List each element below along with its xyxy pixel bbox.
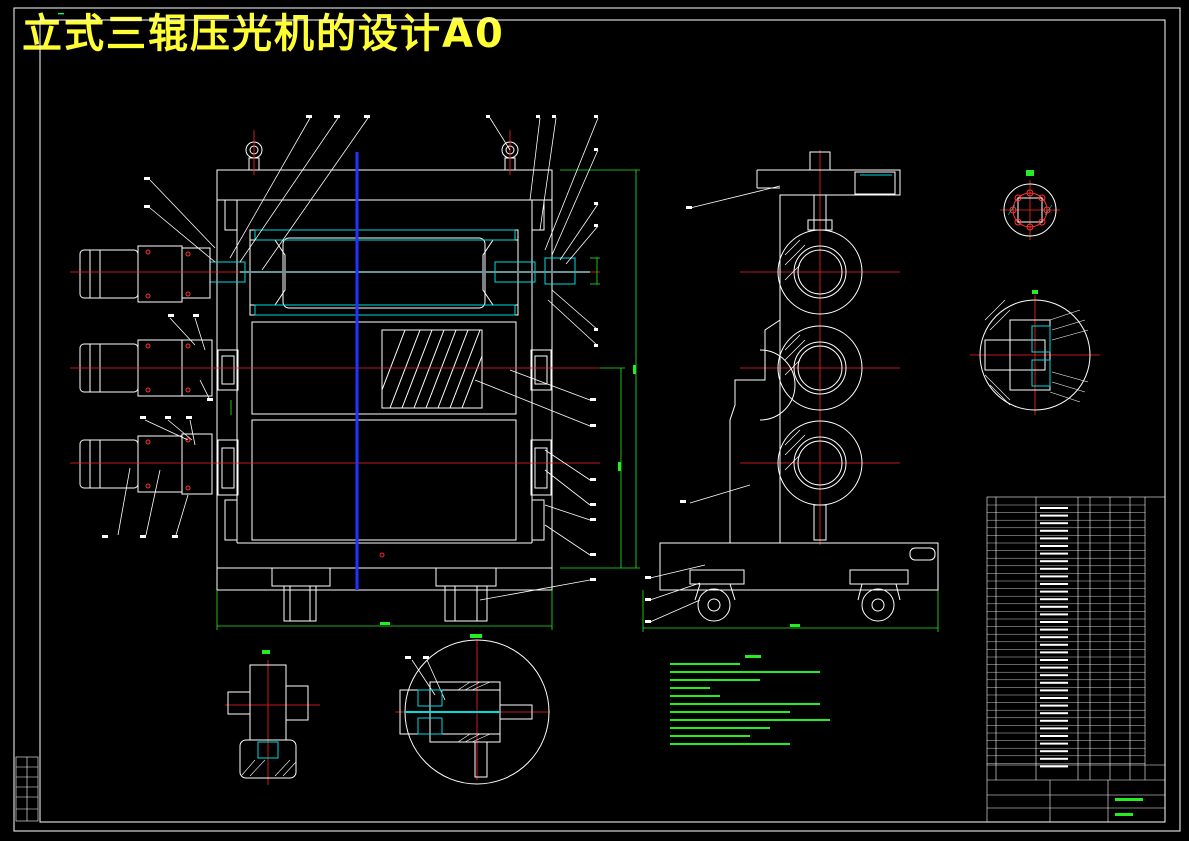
parts-list-row-text xyxy=(1040,651,1068,654)
parts-list-row-text xyxy=(1040,727,1068,730)
lifting-eye-icon xyxy=(245,141,519,171)
parts-list-row-text xyxy=(1040,598,1068,601)
detail-section-a xyxy=(1003,170,1057,237)
parts-list-row-text xyxy=(1040,742,1068,745)
front-view-section-parts xyxy=(209,229,590,316)
detail-section-b xyxy=(979,290,1091,411)
parts-list-row-text xyxy=(1040,765,1068,768)
inner-border xyxy=(39,19,1166,823)
parts-list-table xyxy=(986,496,1166,823)
parts-list-row-text xyxy=(1040,567,1068,570)
parts-list-row-text xyxy=(1040,522,1068,525)
side-view xyxy=(659,151,939,622)
parts-list-row-text xyxy=(1040,674,1068,677)
parts-list-row-text xyxy=(1040,529,1068,532)
corner-label-mark: ▬▬ xyxy=(58,11,65,17)
technical-requirements xyxy=(670,655,830,745)
side-view-bearing-hatch xyxy=(784,239,806,471)
parts-list-row-text xyxy=(1040,704,1068,707)
parts-list-row-text xyxy=(1040,628,1068,631)
title-block-text xyxy=(1115,798,1143,816)
parts-list-row-text xyxy=(1040,552,1068,555)
parts-list-row-text xyxy=(1040,560,1068,563)
parts-list-row-text xyxy=(1040,583,1068,585)
detail-bearing-cap-hatch xyxy=(241,759,297,777)
detail-section-c xyxy=(399,634,550,785)
parts-list-row-text xyxy=(1040,605,1068,608)
left-revision-block xyxy=(15,756,39,822)
parts-list-row-text xyxy=(1040,643,1068,646)
drawing-title: 立式三辊压光机的设计A0 xyxy=(22,11,505,57)
dimension-values xyxy=(380,365,800,627)
parts-list-row-text xyxy=(1040,689,1068,692)
caster-wheel-icon xyxy=(271,567,497,622)
parts-list-row-text xyxy=(1040,750,1068,753)
detail-section-c-cyan xyxy=(405,689,500,735)
parts-list-row-text xyxy=(1040,757,1068,760)
parts-list-row-text xyxy=(1040,636,1068,639)
detail-bearing-cap xyxy=(227,650,309,779)
parts-list-row-text xyxy=(1040,735,1068,737)
parts-list-row-text xyxy=(1040,681,1068,684)
detail-section-a-hatch xyxy=(1007,204,1053,216)
front-view xyxy=(216,141,553,622)
motor-icon xyxy=(79,245,213,495)
parts-list-row-text xyxy=(1040,537,1068,540)
parts-list-row-text xyxy=(1040,697,1068,699)
outer-border xyxy=(13,7,1181,832)
leader-lines xyxy=(117,117,781,701)
parts-list-row-text xyxy=(1040,575,1068,578)
detail-section-c-hatch xyxy=(457,681,491,743)
parts-list-row-text xyxy=(1040,621,1068,623)
parts-list-row-text xyxy=(1040,514,1068,517)
detail-section-b-hatch xyxy=(984,299,1089,406)
parts-list-row-text xyxy=(1040,507,1068,509)
parts-list-row-text xyxy=(1040,659,1068,661)
roller-icon xyxy=(381,329,483,409)
parts-list-row-text xyxy=(1040,666,1068,669)
parts-list-row-text xyxy=(1040,712,1068,715)
parts-list-rows xyxy=(987,504,1145,768)
dimension-lines xyxy=(216,169,939,632)
detail-section-a-bolts xyxy=(1009,189,1051,231)
parts-list-row-text xyxy=(1040,613,1068,616)
motor-flange-bolts xyxy=(145,249,191,491)
parts-list-row-text xyxy=(1040,545,1068,547)
parts-list-row-text xyxy=(1040,590,1068,593)
parts-list-row-text xyxy=(1040,719,1068,722)
balloon-labels xyxy=(102,115,692,659)
